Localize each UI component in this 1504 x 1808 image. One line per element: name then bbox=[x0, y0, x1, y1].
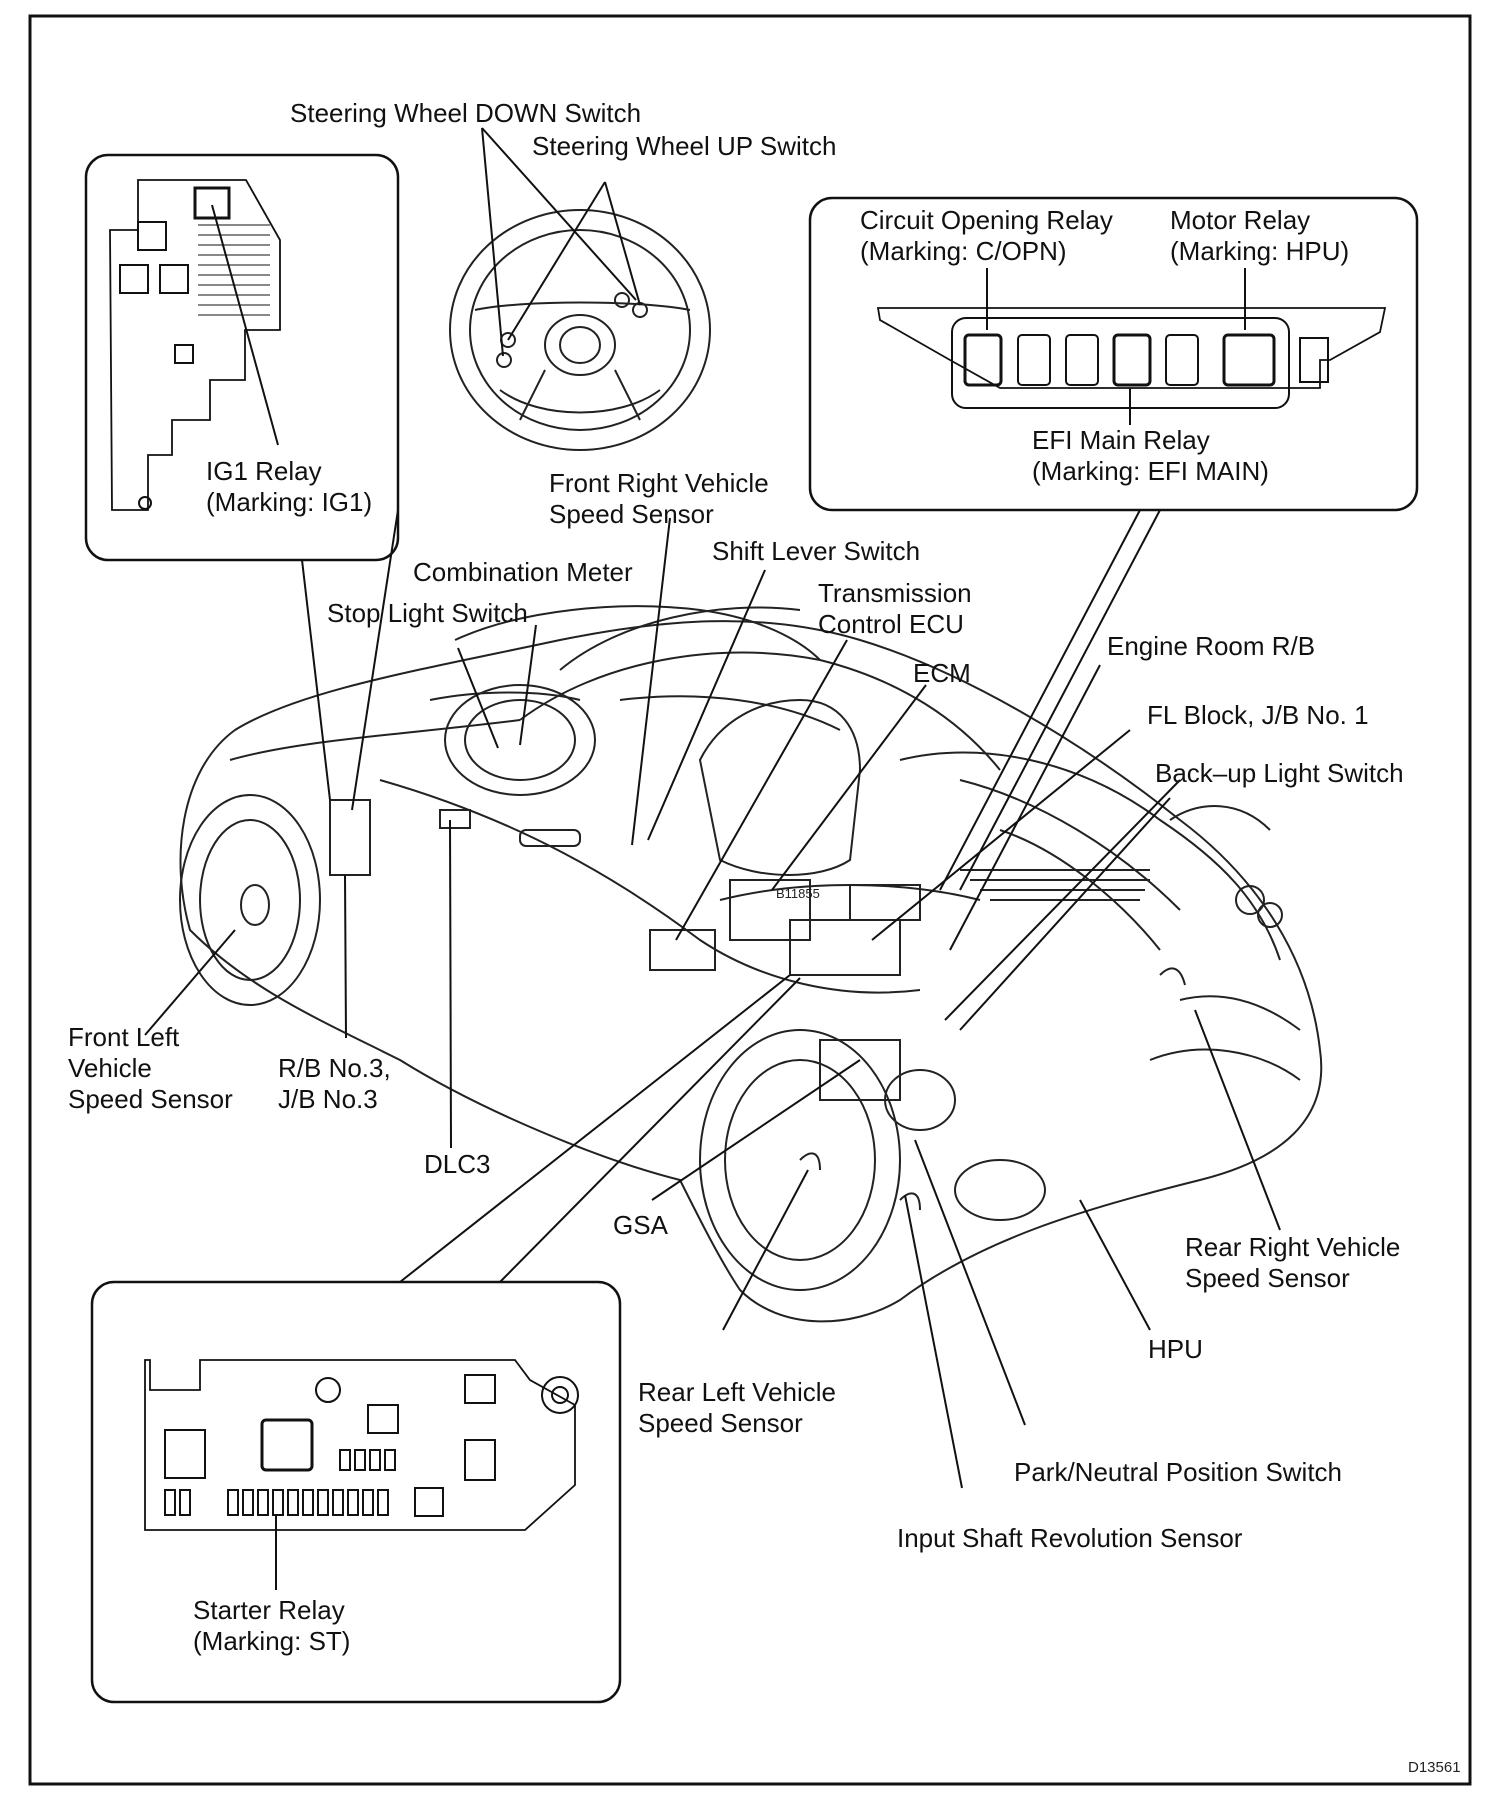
label-stop-light-switch: Stop Light Switch bbox=[327, 598, 528, 628]
label-fl-block-jb-no1: FL Block, J/B No. 1 bbox=[1147, 700, 1369, 730]
relay-block-inset bbox=[808, 196, 1419, 512]
label-combination-meter: Combination Meter bbox=[413, 557, 633, 587]
label-engine-room-rb: Engine Room R/B bbox=[1107, 631, 1316, 661]
label-rb-no3-jb-no3: R/B No.3,J/B No.3 bbox=[278, 1053, 391, 1114]
label-gsa: GSA bbox=[613, 1210, 668, 1240]
leader-lines bbox=[144, 127, 1281, 1590]
ecm-part-marking: B11855 bbox=[776, 886, 820, 901]
label-ig1-relay: IG1 Relay(Marking: IG1) bbox=[206, 456, 373, 517]
label-input-shaft-revolution-sensor: Input Shaft Revolution Sensor bbox=[897, 1523, 1243, 1553]
label-steering-wheel-down-switch: Steering Wheel DOWN Switch bbox=[290, 98, 642, 128]
starter-relay-inset bbox=[90, 1280, 622, 1704]
label-circuit-opening-relay: Circuit Opening Relay(Marking: C/OPN) bbox=[860, 205, 1113, 266]
label-motor-relay: Motor Relay(Marking: HPU) bbox=[1170, 205, 1350, 266]
figure-code: D13561 bbox=[1408, 1759, 1461, 1776]
label-dlc3: DLC3 bbox=[424, 1149, 491, 1179]
ig1-relay-inset bbox=[84, 153, 400, 562]
label-hpu: HPU bbox=[1148, 1334, 1203, 1364]
label-starter-relay: Starter Relay(Marking: ST) bbox=[193, 1595, 351, 1656]
label-shift-lever-switch: Shift Lever Switch bbox=[712, 536, 921, 566]
label-ecm: ECM bbox=[913, 658, 971, 688]
label-park-neutral-position-switch: Park/Neutral Position Switch bbox=[1014, 1457, 1343, 1487]
label-backup-light-switch: Back–up Light Switch bbox=[1155, 758, 1404, 788]
car-illustration bbox=[179, 605, 1323, 1323]
outer-frame bbox=[28, 14, 1472, 1786]
label-steering-wheel-up-switch: Steering Wheel UP Switch bbox=[532, 131, 837, 161]
steering-wheel-detail bbox=[449, 209, 711, 451]
label-efi-main-relay: EFI Main Relay(Marking: EFI MAIN) bbox=[1032, 425, 1269, 486]
